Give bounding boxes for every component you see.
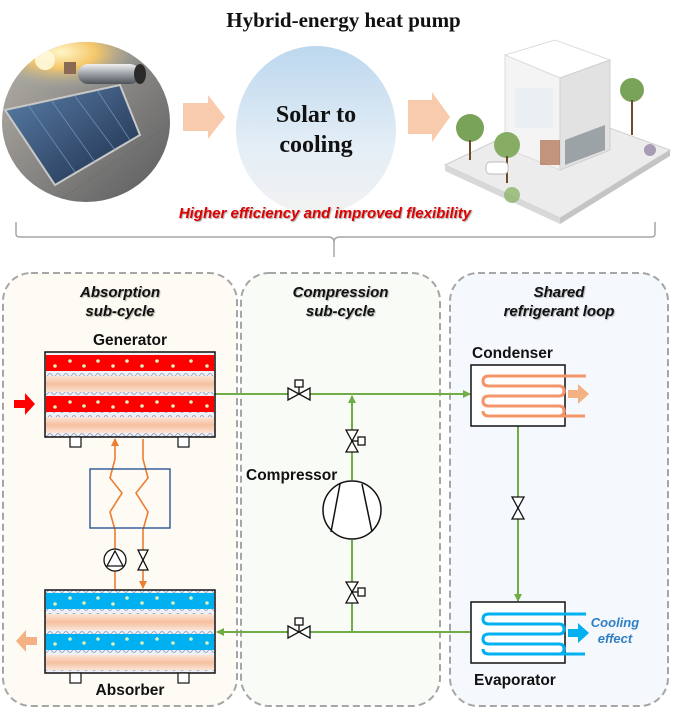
heat-input-arrow — [14, 393, 35, 415]
solution-heat-exchanger — [89, 468, 171, 529]
concept-circle — [236, 46, 396, 214]
evaporator-label: Evaporator — [474, 672, 556, 689]
solution-pump-icon — [103, 548, 127, 572]
cooling-effect-line: effect — [597, 631, 633, 646]
concept-line-2: cooling — [279, 132, 353, 158]
panel-title-line: Shared — [533, 284, 585, 301]
cooling-effect-line: Cooling — [590, 615, 640, 630]
evaporator — [470, 601, 589, 664]
concept-text: Solar to cooling — [236, 100, 396, 160]
expansion-valve-icon — [510, 496, 526, 520]
generator-label: Generator — [92, 332, 168, 349]
throttle-valve-icon — [136, 549, 150, 571]
concept-line-1: Solar to — [275, 102, 357, 128]
solution-lines — [109, 438, 149, 589]
panel-title-line: Compression — [292, 284, 389, 301]
generator — [44, 351, 216, 448]
absorber-particles — [53, 596, 209, 646]
flow-arrow-concept-to-house — [408, 92, 450, 142]
control-valve-top-icon — [287, 379, 311, 402]
panel-title-absorption: Absorption sub-cycle — [3, 283, 237, 321]
panel-title-shared: Shared refrigerant loop — [450, 283, 668, 321]
panel-title-line: Absorption — [80, 284, 160, 301]
slogan: Higher efficiency and improved flexibili… — [178, 205, 472, 222]
condenser — [470, 364, 589, 427]
absorber — [44, 589, 216, 684]
heat-rejection-arrow-absorber — [16, 630, 37, 652]
panel-title-line: refrigerant loop — [503, 303, 615, 320]
solar-collector-image — [2, 42, 170, 202]
cooling-effect-label: Cooling effect — [585, 615, 645, 647]
heat-rejection-arrow-condenser — [568, 384, 589, 404]
cooling-arrow — [568, 623, 589, 643]
absorber-label: Absorber — [95, 682, 165, 699]
diagram-title: Hybrid-energy heat pump — [226, 8, 461, 32]
summary-brace — [15, 222, 656, 257]
condenser-label: Condenser — [472, 345, 553, 362]
compressor-valve-lower-icon — [344, 581, 366, 604]
panel-title-line: sub-cycle — [85, 303, 155, 320]
compressor-icon — [322, 480, 382, 540]
compressor-label: Compressor — [246, 467, 338, 484]
generator-particles — [53, 359, 209, 409]
flow-arrow-solar-to-concept — [183, 95, 225, 139]
control-valve-bottom-icon — [287, 617, 311, 640]
panel-title-compression: Compression sub-cycle — [241, 283, 440, 321]
compressor-valve-upper-icon — [344, 429, 366, 453]
panel-title-line: sub-cycle — [305, 303, 376, 320]
house-image — [443, 39, 672, 224]
